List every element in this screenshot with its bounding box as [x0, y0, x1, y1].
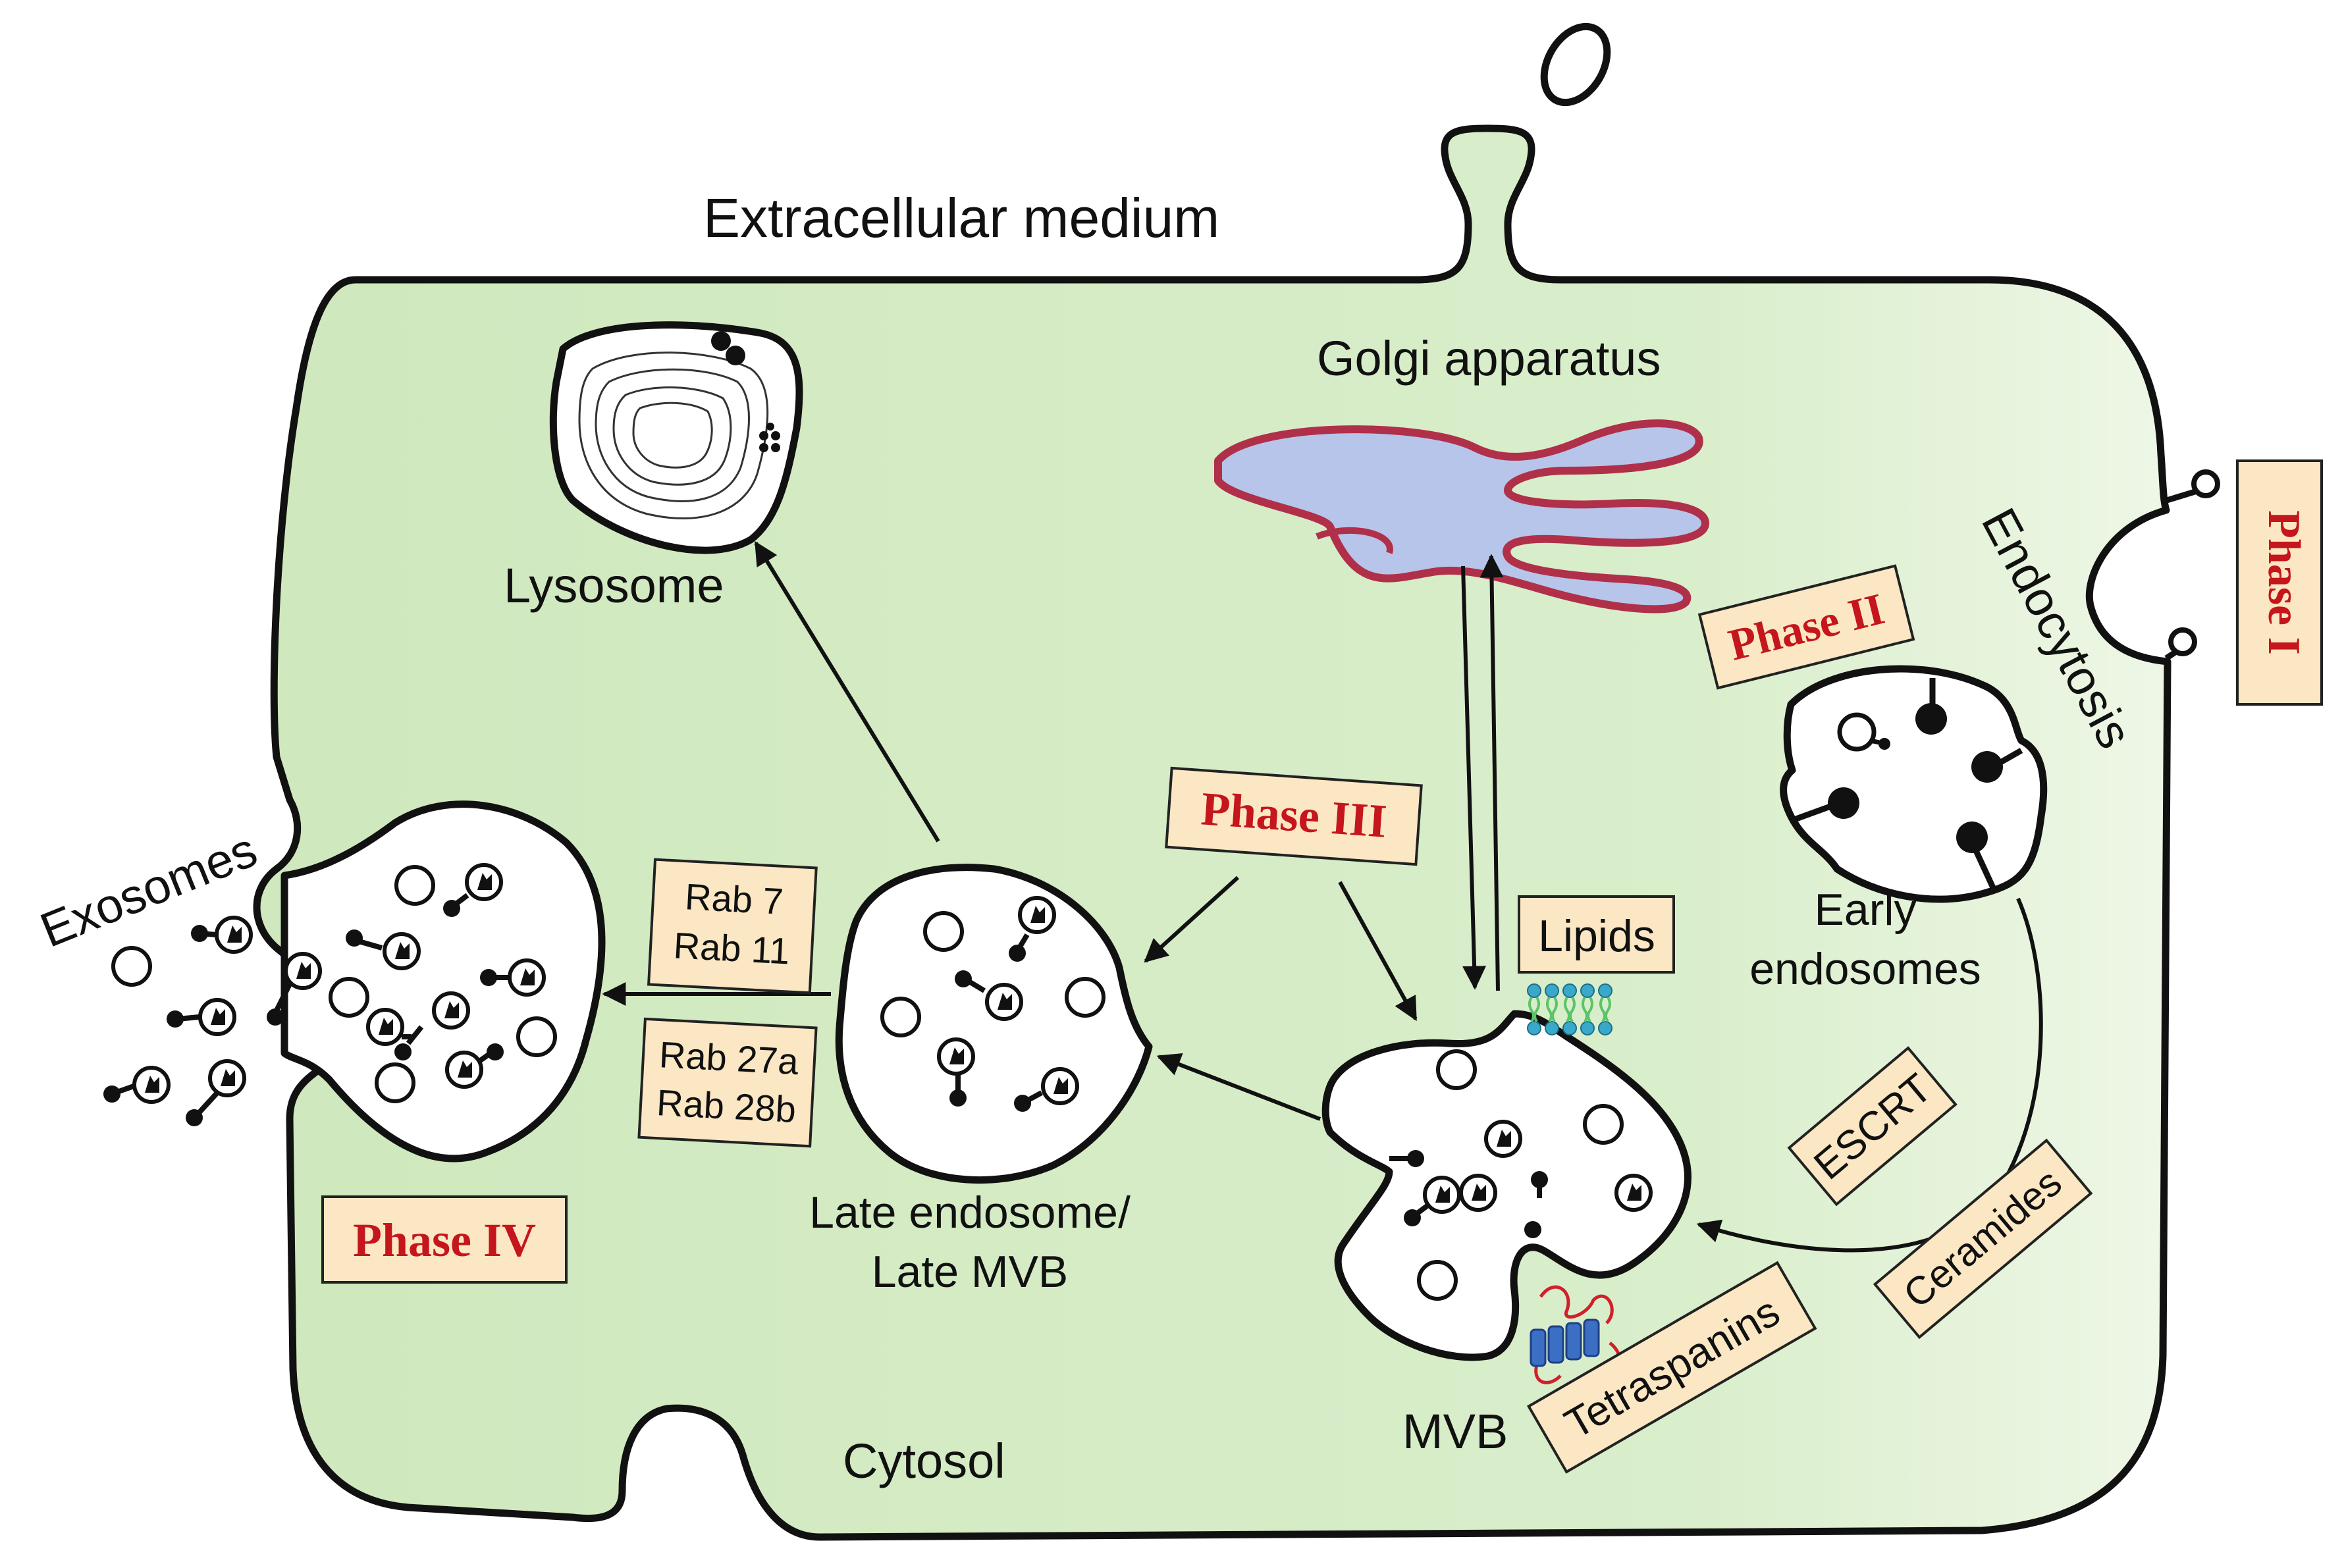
rab-27a-28b-box: Rab 27a Rab 28b	[637, 1017, 818, 1148]
late-endosome	[835, 864, 1153, 1184]
arrow-phase3-to-late-endosome	[1144, 875, 1240, 963]
lipids-box: Lipids	[1518, 895, 1675, 974]
phase-3-box: Phase III	[1165, 766, 1423, 866]
mvb	[1321, 1010, 1691, 1361]
svg-text:Phase I: Phase I	[2258, 510, 2309, 655]
svg-text:Phase IV: Phase IV	[353, 1214, 536, 1267]
budding-vesicle	[1540, 22, 1611, 107]
arrow-phase3-to-mvb	[1338, 881, 1418, 1022]
arrow-mvb-to-late-endosome	[1156, 1053, 1321, 1121]
phase-1-box: Phase I	[2236, 459, 2323, 706]
cytosol-label: Cytosol	[843, 1434, 1005, 1488]
endocytosis-receptors	[2164, 469, 2220, 661]
fusing-mvb	[267, 800, 606, 1163]
extracellular-medium-label: Extracellular medium	[703, 187, 1219, 249]
arrow-to-lysosome	[754, 540, 940, 843]
lipid-bilayer-icon	[1527, 983, 1612, 1035]
early-endosome	[1780, 665, 2048, 903]
svg-text:Phase III: Phase III	[1200, 782, 1389, 847]
rab-7-11-box: Rab 7 Rab 11	[647, 858, 818, 995]
svg-text:Rab 7: Rab 7	[684, 875, 785, 922]
arrow-golgi-to-mvb	[1461, 565, 1487, 990]
golgi-label: Golgi apparatus	[1317, 331, 1661, 386]
late-endosome-label-line1: Late endosome/	[809, 1188, 1131, 1238]
phase-4-box: Phase IV	[321, 1195, 568, 1284]
golgi-apparatus	[1214, 419, 1709, 614]
lysosome-label: Lysosome	[504, 558, 724, 613]
late-endosome-label-line2: Late MVB	[872, 1247, 1069, 1297]
svg-text:Rab 28b: Rab 28b	[656, 1082, 797, 1130]
pathway-arrows	[602, 540, 2043, 1253]
early-endosomes-label-line1: Early	[1815, 885, 1917, 935]
arrow-mvb-to-golgi	[1479, 554, 1504, 991]
released-exosomes	[103, 918, 251, 1126]
svg-text:Rab 11: Rab 11	[672, 924, 790, 972]
lysosome	[549, 321, 803, 554]
early-endosomes-label-line2: endosomes	[1749, 944, 1981, 994]
mvb-label: MVB	[1402, 1404, 1508, 1459]
svg-text:Lipids: Lipids	[1538, 911, 1655, 961]
svg-text:Rab 27a: Rab 27a	[658, 1033, 801, 1082]
